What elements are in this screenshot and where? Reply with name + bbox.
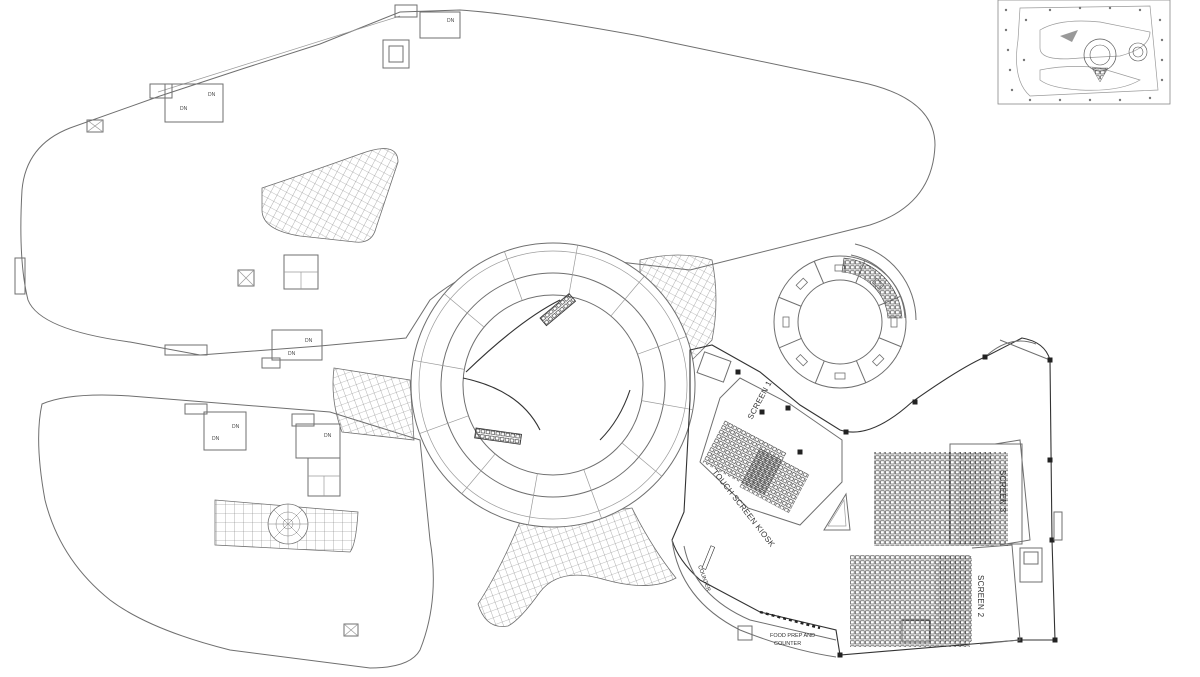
stair-left	[149, 83, 173, 99]
svg-text:DN: DN	[288, 351, 296, 357]
mesh-south	[477, 507, 677, 627]
upper-room-b	[382, 39, 410, 69]
food-prep-counter: FOOD PREP AND COUNTER	[737, 610, 821, 647]
upper-wing-edge	[157, 15, 401, 93]
mesh-west	[332, 367, 415, 441]
cinema-outline	[671, 337, 1056, 656]
rotunda-spokes	[413, 245, 693, 525]
cinema-block: SCREEN 1 TOUCH SCREEN KIOSK SCREEN 3 SCR…	[671, 337, 1063, 658]
screen-1-label: SCREEN 1	[746, 379, 774, 421]
food-prep-label-2: COUNTER	[774, 641, 801, 647]
amphi-outer	[773, 255, 907, 389]
counter-box	[737, 625, 753, 641]
svg-text:DN: DN	[212, 436, 220, 442]
stair-core-lower-b	[295, 423, 341, 459]
cinema-stair-east	[1019, 547, 1043, 583]
stair-bridge	[164, 344, 208, 356]
stair-core-mid	[271, 329, 323, 361]
amphitheatre	[773, 243, 917, 389]
mesh-canopies	[332, 254, 717, 627]
stair-core-left	[164, 83, 224, 123]
cinema-stair-north	[696, 351, 732, 383]
escalator-lower	[474, 427, 523, 445]
key-plan-inset	[997, 0, 1171, 105]
stair-west	[14, 257, 26, 295]
stair-top	[394, 4, 418, 18]
svg-text:DN: DN	[180, 106, 188, 112]
void-curves	[462, 299, 631, 441]
screen-2-label: SCREEN 2	[976, 575, 985, 618]
cinema-stair-south	[901, 619, 931, 643]
amphi-tiers	[841, 257, 903, 319]
svg-text:DN: DN	[447, 18, 455, 24]
screen-3-label: SCREEN 3	[998, 470, 1007, 513]
upper-left-wing: DN DN DN DN DN	[14, 4, 936, 369]
svg-text:DN: DN	[208, 92, 216, 98]
rotunda-outer	[410, 242, 696, 528]
upper-vent	[237, 269, 255, 287]
svg-text:DN: DN	[232, 424, 240, 430]
escalator-upper	[539, 293, 577, 327]
svg-text:DN: DN	[324, 433, 332, 439]
stair-core-top	[419, 11, 461, 39]
upper-grid-court	[261, 148, 399, 243]
amphi-inner	[797, 279, 883, 365]
upper-vent-2	[86, 119, 104, 133]
food-prep-label-1: FOOD PREP AND	[770, 633, 815, 639]
triangle-island	[823, 492, 851, 531]
stair-core-lower-a	[203, 411, 247, 451]
rotunda-void	[462, 294, 644, 476]
svg-text:DN: DN	[305, 338, 313, 344]
central-rotunda	[410, 242, 696, 528]
screen-1-hall	[699, 377, 843, 526]
